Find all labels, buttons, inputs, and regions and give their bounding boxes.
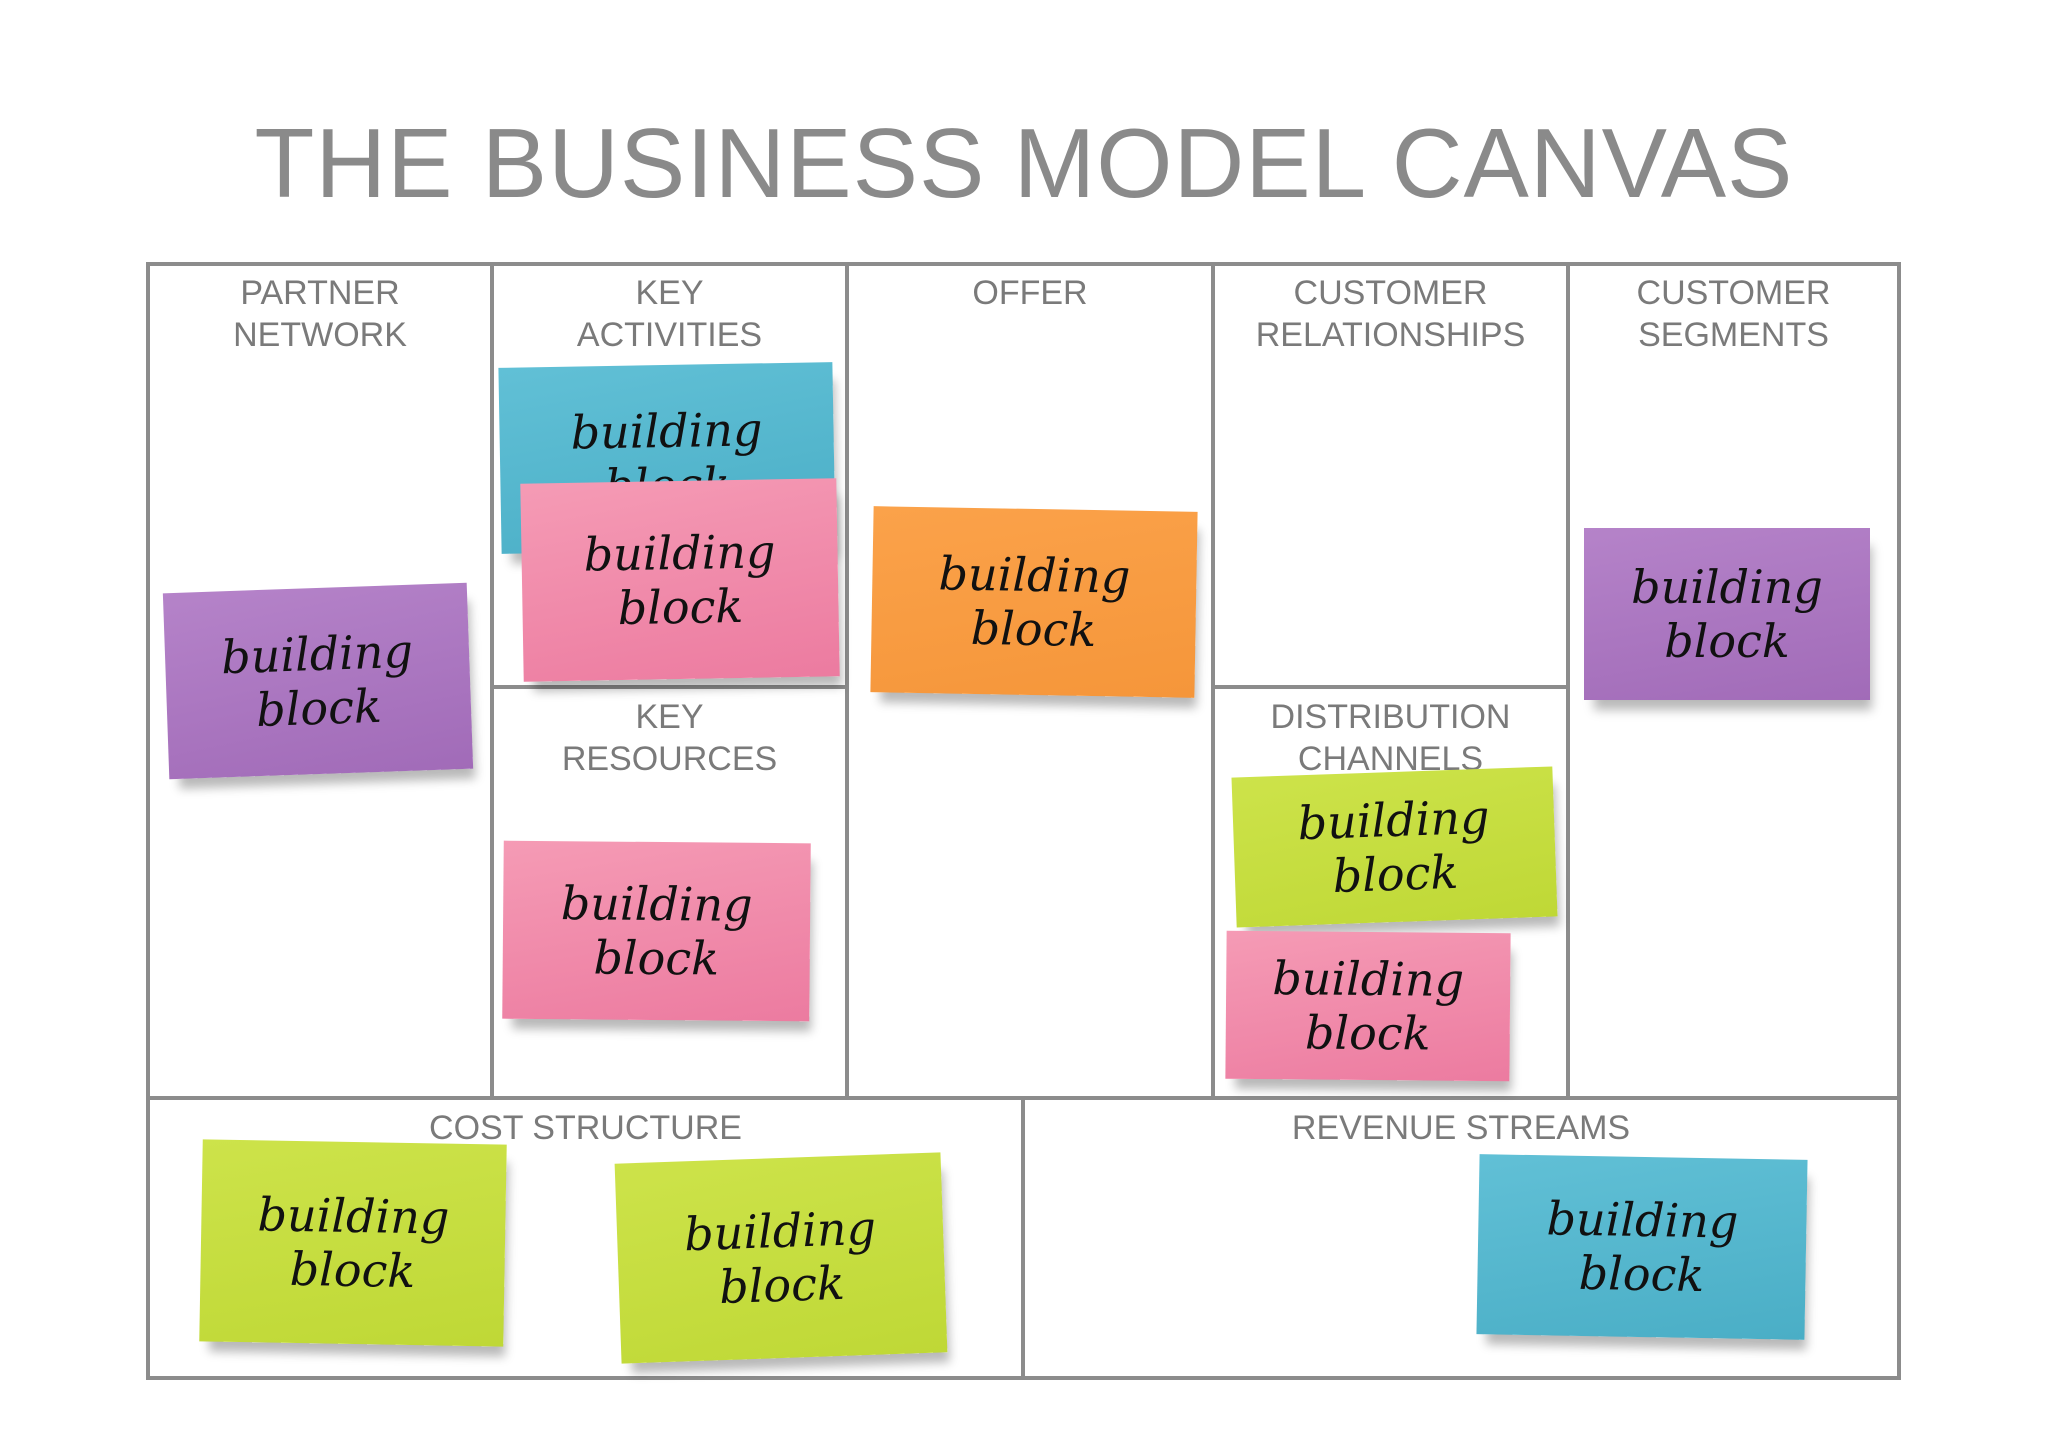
cell-label-cost-structure: COST STRUCTURE <box>429 1109 742 1147</box>
sticky-note: building block <box>520 478 840 682</box>
cell-label-revenue-streams: REVENUE STREAMS <box>1291 1109 1631 1147</box>
divider <box>490 685 849 689</box>
cell-label-customer-segments: CUSTOMER SEGMENTS <box>1636 274 1831 354</box>
sticky-note: building block <box>1584 528 1870 700</box>
sticky-note-text: building block <box>1272 951 1465 1061</box>
sticky-note-text: building block <box>1296 789 1491 904</box>
sticky-note-text: building block <box>683 1200 877 1315</box>
sticky-note-text: building block <box>560 876 753 986</box>
sticky-note-text: building block <box>1631 560 1823 668</box>
cell-label-offer: OFFER <box>972 274 1088 312</box>
sticky-note: building block <box>199 1139 507 1347</box>
sticky-note: building block <box>502 840 811 1022</box>
cell-label-key-resources: KEY RESOURCES <box>561 698 778 778</box>
sticky-note-text: building block <box>257 1187 450 1299</box>
sticky-note: building block <box>614 1152 948 1364</box>
sticky-note: building block <box>1231 766 1558 928</box>
cell-label-key-activities: KEY ACTIVITIES <box>576 274 763 354</box>
divider <box>1211 262 1215 1098</box>
sticky-note: building block <box>162 582 474 780</box>
sticky-note: building block <box>870 506 1198 698</box>
divider <box>1566 262 1570 1098</box>
sticky-note: building block <box>1225 930 1511 1082</box>
sticky-note-text: building block <box>1546 1191 1739 1303</box>
page-title: THE BUSINESS MODEL CANVAS <box>254 108 1794 218</box>
sticky-note-text: building block <box>220 623 414 738</box>
sticky-note-text: building block <box>938 546 1131 658</box>
cell-label-distribution-channels: DISTRIBUTION CHANNELS <box>1270 698 1511 778</box>
divider <box>1021 1096 1025 1380</box>
sticky-note-text: building block <box>583 524 776 636</box>
cell-label-partner-network: PARTNER NETWORK <box>233 274 407 354</box>
divider <box>490 262 494 1098</box>
cell-label-customer-relationships: CUSTOMER RELATIONSHIPS <box>1255 274 1526 354</box>
divider <box>845 262 849 1098</box>
sticky-note: building block <box>1476 1154 1808 1340</box>
divider <box>1211 685 1570 689</box>
